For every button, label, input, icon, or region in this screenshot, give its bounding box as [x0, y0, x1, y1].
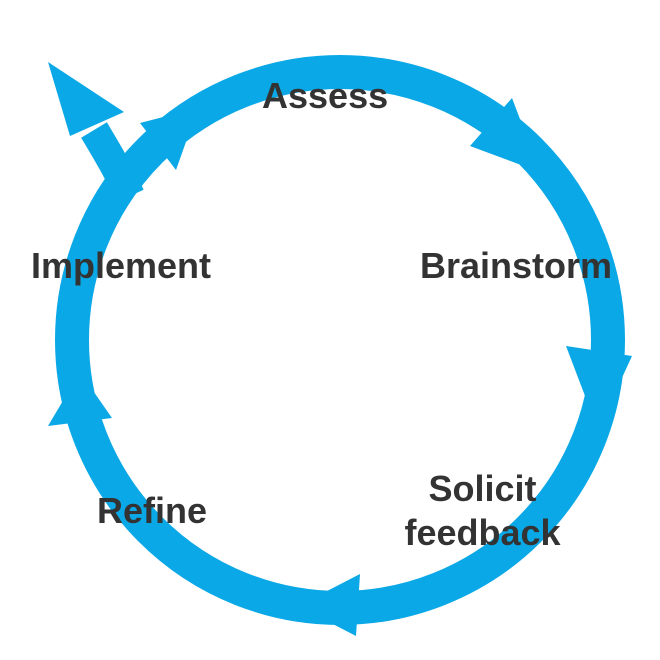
stage-label-solicit-line1: Solicit [428, 468, 537, 509]
stage-label-solicit-feedback: Solicit feedback [395, 467, 570, 555]
arrowhead-top-right-icon [470, 98, 540, 172]
arrowhead-left-icon [48, 372, 112, 426]
stage-label-implement: Implement [31, 245, 212, 286]
stage-label-brainstorm: Brainstorm [420, 245, 613, 286]
arrowhead-bottom-icon [298, 574, 360, 636]
arrowhead-right-icon [566, 346, 632, 430]
exit-arrow-icon [48, 62, 124, 136]
stage-label-solicit-line2: feedback [404, 512, 561, 553]
stage-label-refine: Refine [97, 490, 208, 531]
stage-label-assess: Assess [262, 75, 389, 116]
exit-branch [81, 122, 144, 203]
arrowhead-top-left-icon [140, 108, 198, 170]
